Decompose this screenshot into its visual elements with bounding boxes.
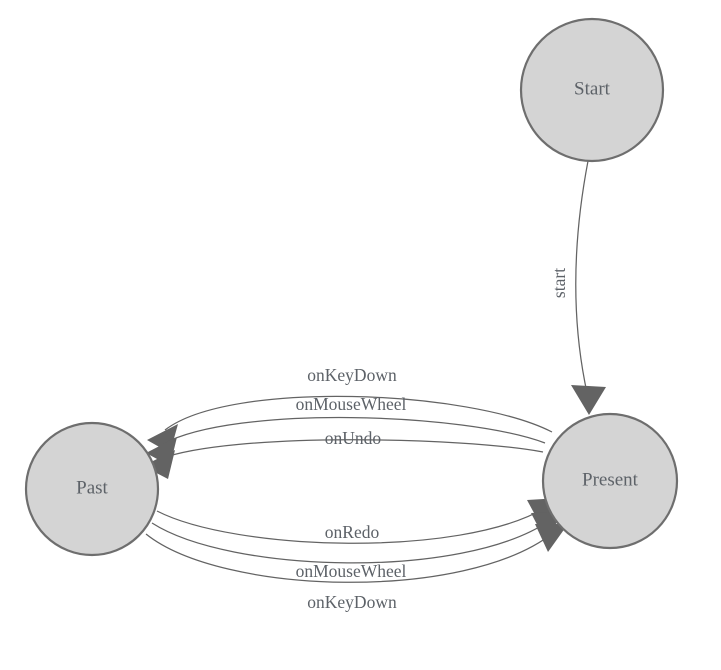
edge-start-to-present[interactable]: start [549, 160, 606, 415]
edge-present-to-past-onkeydown-path [164, 395, 553, 433]
edge-label-present-to-past-onkeydown: onKeyDown [307, 365, 397, 385]
node-past[interactable]: Past [24, 421, 160, 557]
node-past-label: Past [76, 477, 108, 498]
node-present[interactable]: Present [541, 412, 679, 550]
edge-label-present-to-past-onmousewheel: onMouseWheel [296, 394, 407, 414]
node-past-circle [24, 421, 160, 557]
edge-present-to-past-onundo[interactable]: onUndo [143, 428, 544, 479]
node-start[interactable]: Start [519, 17, 665, 163]
edge-past-to-present-onredo-path [156, 507, 546, 544]
edge-past-to-present-onkeydown-arrowhead [535, 524, 568, 552]
edge-past-to-present-onredo[interactable]: onRedo [156, 498, 560, 544]
edge-label-past-to-present-onredo: onRedo [325, 522, 380, 542]
edge-label-past-to-present-onmousewheel: onMouseWheel [296, 561, 407, 581]
edge-start-to-present-path [575, 160, 589, 389]
edge-past-to-present-onmousewheel-path [151, 520, 550, 564]
edge-present-to-past-onmousewheel-path [162, 416, 546, 445]
node-present-label: Present [582, 469, 639, 490]
edge-past-to-present-onkeydown-path [145, 532, 554, 583]
edge-present-to-past-onundo-arrowhead [143, 450, 175, 479]
edge-start-to-present-arrowhead [571, 385, 606, 415]
node-start-circle [519, 17, 665, 163]
edge-label-past-to-present-onkeydown: onKeyDown [307, 592, 397, 612]
edge-label-present-to-past-onundo: onUndo [325, 428, 382, 448]
edge-label-start: start [549, 268, 569, 298]
node-present-circle [541, 412, 679, 550]
node-start-label: Start [574, 78, 611, 99]
edge-present-to-past-onundo-path [159, 439, 544, 460]
edge-past-to-present-onkeydown[interactable]: onKeyDown [145, 524, 568, 612]
